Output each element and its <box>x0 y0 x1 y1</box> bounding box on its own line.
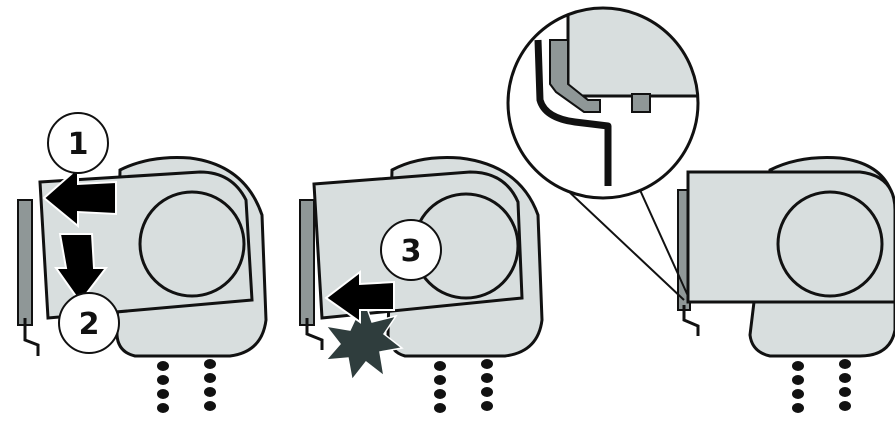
dial-3 <box>776 190 884 298</box>
panel-3 <box>506 6 895 413</box>
panel-2: 3 <box>299 156 544 413</box>
step-badge-2: 2 <box>58 292 120 354</box>
arrow-icon <box>324 269 395 324</box>
legs-1 <box>157 359 216 413</box>
impact-burst-icon <box>324 298 404 382</box>
din-rail-2 <box>299 199 324 350</box>
step-number-2: 2 <box>79 307 100 342</box>
step-number-3: 3 <box>401 234 422 269</box>
din-rail-1 <box>17 199 40 356</box>
panel-1: 1 2 <box>17 112 268 413</box>
step-badge-1: 1 <box>47 112 109 174</box>
dial-1 <box>138 190 246 298</box>
arrow-icon <box>54 233 109 304</box>
step-number-1: 1 <box>68 127 89 162</box>
step-badge-3: 3 <box>380 219 442 281</box>
legs-2 <box>434 359 493 413</box>
legs-3 <box>792 359 851 413</box>
arrow-icon <box>42 165 117 229</box>
